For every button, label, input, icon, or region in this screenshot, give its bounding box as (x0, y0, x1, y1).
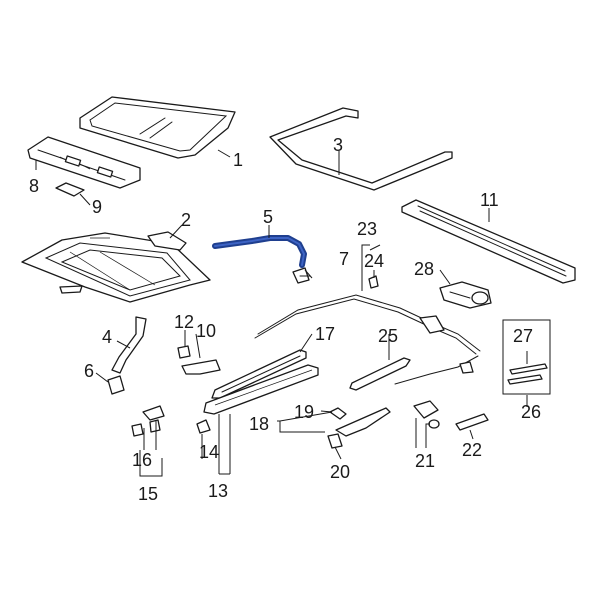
callout-11: 11 (480, 190, 499, 210)
glass-panel-part (79, 96, 236, 159)
leader-lines (35, 149, 528, 477)
track-part (203, 364, 319, 415)
callout-labels: 1 2 3 4 5 6 7 8 9 10 11 12 13 14 15 16 1… (29, 135, 541, 504)
callout-21: 21 (415, 451, 435, 471)
callout-15: 15 (138, 484, 158, 504)
drain-tube-part (111, 316, 147, 374)
grommet-part (107, 375, 125, 395)
callout-25: 25 (378, 326, 398, 346)
slide-shoe-part (455, 413, 489, 431)
callout-6: 6 (84, 361, 94, 381)
pad-part (55, 182, 85, 197)
callout-5: 5 (263, 207, 273, 227)
sunroof-motor-part (439, 281, 492, 309)
callout-20: 20 (330, 462, 350, 482)
weatherstrip-part (269, 107, 453, 191)
callout-10: 10 (196, 321, 216, 341)
callout-16: 16 (132, 450, 152, 470)
hose-fitting-part (292, 267, 311, 284)
rail-bracket-part (131, 405, 165, 437)
callout-18: 18 (249, 414, 269, 434)
drive-cable-part (254, 294, 481, 385)
callout-24: 24 (364, 251, 384, 271)
callout-26: 26 (521, 402, 541, 422)
callout-12: 12 (174, 312, 194, 332)
slider-assembly-part (327, 407, 391, 449)
callout-2: 2 (181, 210, 191, 230)
callout-14: 14 (199, 442, 219, 462)
callout-1: 1 (233, 150, 243, 170)
callout-7: 7 (339, 249, 349, 269)
link-rod-part (502, 319, 551, 395)
callout-19: 19 (294, 402, 314, 422)
guide-rail-part (211, 349, 307, 399)
sunshade-part (27, 136, 141, 189)
guide-clip-part (196, 419, 211, 434)
callout-13: 13 (208, 481, 228, 501)
callout-9: 9 (92, 197, 102, 217)
sunroof-frame-part (21, 231, 211, 303)
rear-rail-part (401, 199, 576, 284)
callout-23: 23 (357, 219, 377, 239)
callout-28: 28 (414, 259, 434, 279)
retainer-clip-part (177, 345, 191, 359)
callout-22: 22 (462, 440, 482, 460)
callout-3: 3 (333, 135, 343, 155)
drain-hose-part (212, 235, 307, 268)
callout-27: 27 (513, 326, 533, 346)
callout-4: 4 (102, 327, 112, 347)
lift-arm-part (349, 357, 411, 391)
bracket-part (181, 359, 221, 375)
callout-17: 17 (315, 324, 335, 344)
callout-8: 8 (29, 176, 39, 196)
